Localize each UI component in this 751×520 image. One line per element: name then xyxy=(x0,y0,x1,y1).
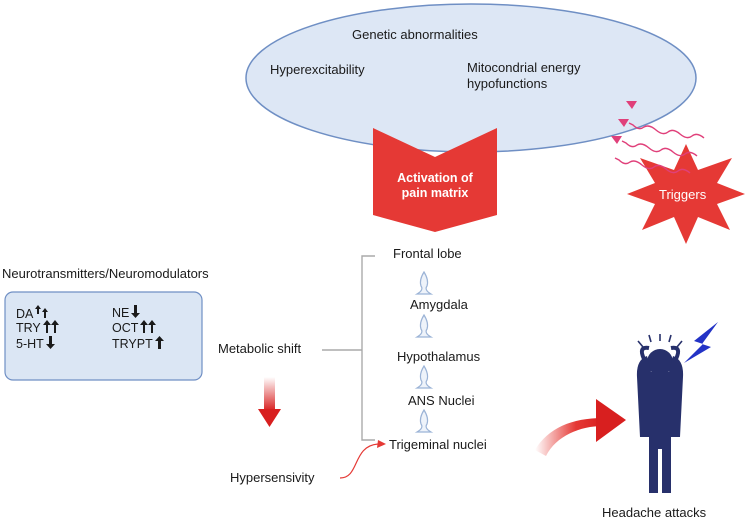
curved-arrow-red xyxy=(535,399,626,456)
ellipse-right-item-line1: Mitocondrial energy xyxy=(467,60,581,75)
pathway-node-trigeminal-nuclei: Trigeminal nuclei xyxy=(389,437,487,452)
neuro-item-label: 5-HT xyxy=(16,337,44,351)
triggers-label: Triggers xyxy=(659,187,707,202)
activation-line1: Activation of xyxy=(397,171,473,185)
ellipse-right-item-line2: hypofunctions xyxy=(467,76,548,91)
hypersensivity-arrow xyxy=(339,440,386,479)
activation-chevron-shape xyxy=(373,128,497,232)
ellipse-left-item: Hyperexcitability xyxy=(270,62,365,77)
neuro-item-5ht: 5-HT xyxy=(16,336,55,351)
neuro-item-label: TRYPT xyxy=(112,337,153,351)
pain-lines xyxy=(637,334,683,348)
neuro-item-label: OCT xyxy=(112,321,139,335)
up-arrow-icon xyxy=(154,336,164,349)
neuro-title: Neurotransmitters/Neuromodulators xyxy=(2,266,209,281)
up-arrow-icon xyxy=(42,320,59,333)
person-headache-icon xyxy=(636,345,684,493)
neuro-item-label: DA xyxy=(16,307,34,321)
starburst-icon xyxy=(627,144,745,244)
pathway-node-frontal-lobe: Frontal lobe xyxy=(393,246,462,261)
down-arrow-red xyxy=(258,377,281,427)
pathway-bracket xyxy=(322,255,375,441)
neuro-item-label: NE xyxy=(112,306,130,320)
pathway-node-ans-nuclei: ANS Nuclei xyxy=(408,393,475,408)
neuro-item-oct: OCT xyxy=(112,320,157,335)
neuro-item-try: TRY xyxy=(16,320,59,335)
hypersensivity-label: Hypersensivity xyxy=(230,470,315,485)
wavy-arrow-icon xyxy=(614,122,705,174)
ellipse-title: Genetic abnormalities xyxy=(352,27,478,42)
activation-line2: pain matrix xyxy=(401,186,469,200)
neuro-item-trypt: TRYPT xyxy=(112,336,164,351)
lightning-bolt-icon xyxy=(684,322,718,363)
up-arrow-icon xyxy=(35,305,49,318)
activation-label: Activation of pain matrix xyxy=(380,171,490,201)
neuro-box xyxy=(4,291,203,381)
pathway-node-amygdala: Amygdala xyxy=(410,297,468,312)
neuron-connector-icon xyxy=(414,270,434,433)
neuro-item-da: DA xyxy=(16,305,49,321)
up-arrow-icon xyxy=(140,320,157,333)
metabolic-shift-label: Metabolic shift xyxy=(218,341,302,356)
headache-label: Headache attacks xyxy=(602,505,707,520)
down-arrow-icon xyxy=(131,305,141,318)
neuro-item-label: TRY xyxy=(16,321,41,335)
pathway-node-hypothalamus: Hypothalamus xyxy=(397,349,481,364)
down-arrow-icon xyxy=(45,336,55,349)
neuro-item-ne: NE xyxy=(112,305,141,320)
